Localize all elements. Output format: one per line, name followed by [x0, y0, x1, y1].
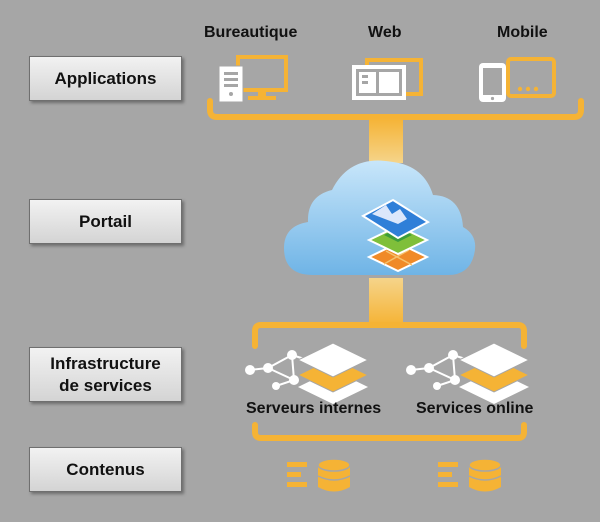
web-label: Web — [368, 24, 402, 41]
tier-applications-label: Applications — [54, 68, 157, 88]
desktop-icon — [218, 55, 288, 103]
tier-infrastructure: Infrastructure de services — [29, 347, 182, 402]
infrastructure-bracket — [252, 322, 527, 349]
tier-portail-label: Portail — [79, 211, 132, 231]
mobile-icon — [479, 57, 556, 102]
web-icon — [352, 58, 423, 100]
tier-portail: Portail — [29, 199, 182, 244]
map-layers-icon — [361, 198, 430, 273]
tier-contenus: Contenus — [29, 447, 182, 492]
mobile-label: Mobile — [497, 24, 548, 41]
online-services-icon — [406, 342, 531, 404]
content-database-icon-left — [287, 458, 351, 492]
desktop-label: Bureautique — [204, 24, 298, 41]
tier-infrastructure-label-line1: Infrastructure — [50, 354, 161, 374]
content-database-icon-right — [438, 458, 502, 492]
online-services-label: Services online — [416, 400, 534, 417]
infrastructure-bracket-bottom — [252, 422, 527, 441]
applications-bracket — [207, 98, 584, 120]
bottom-connector — [369, 278, 403, 325]
internal-servers-label: Serveurs internes — [246, 400, 382, 417]
internal-server-icon — [245, 342, 370, 404]
tier-infrastructure-label-line2: de services — [59, 375, 152, 395]
tier-applications: Applications — [29, 56, 182, 101]
tier-contenus-label: Contenus — [66, 459, 145, 479]
top-connector — [369, 118, 403, 163]
